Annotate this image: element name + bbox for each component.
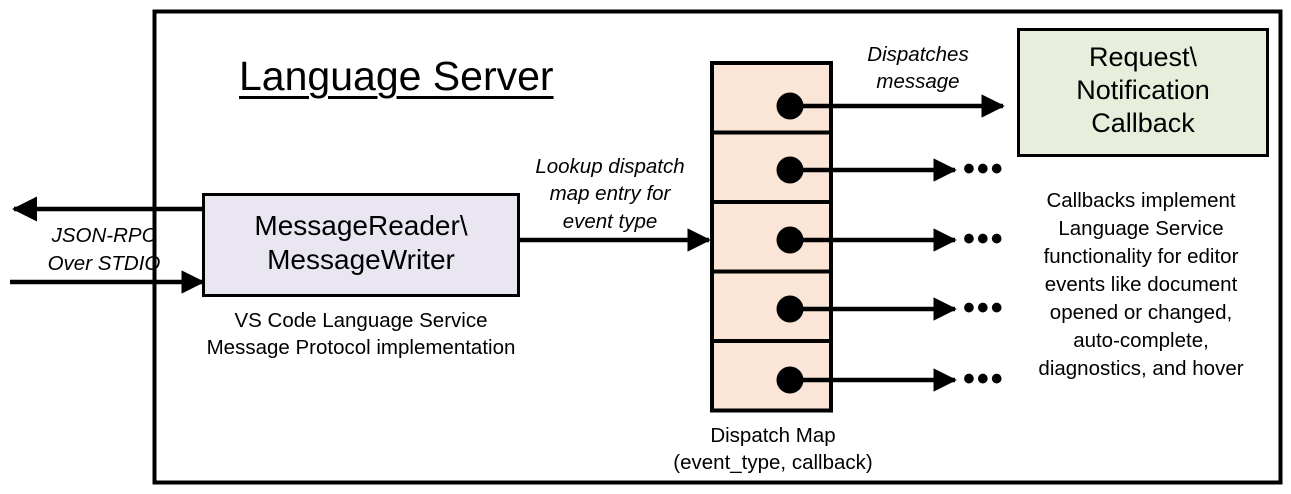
node-message-reader-writer[interactable]: MessageReader\ MessageWriter xyxy=(202,193,520,297)
node-message-io-caption: VS Code Language Service Message Protoco… xyxy=(190,307,532,362)
node-callback-caption-line: auto-complete, xyxy=(1073,329,1209,353)
edge-label-dispatches-line2: message xyxy=(876,70,960,94)
node-callback-label-line3: Callback xyxy=(1091,107,1195,138)
node-callback-caption-line: functionality for editor xyxy=(1043,245,1239,269)
dispatch-map-table xyxy=(710,61,833,413)
node-callback-label-line1: Request\ xyxy=(1088,42,1198,72)
callback-dot xyxy=(776,295,804,323)
node-dispatch-map-caption-line1: Dispatch Map xyxy=(710,424,836,447)
dispatch-row-3-link xyxy=(776,226,957,254)
ellipsis-row-2: ••• xyxy=(963,150,1005,188)
node-callback-caption-line: Callbacks implement xyxy=(1046,189,1236,212)
callback-dot xyxy=(776,92,804,120)
node-message-io-label-line1: MessageReader\ xyxy=(254,210,468,241)
node-callback-label-line2: Notification xyxy=(1076,74,1210,105)
dispatch-map-row xyxy=(710,130,833,204)
node-dispatch-map-caption: Dispatch Map (event_type, callback) xyxy=(650,422,896,477)
dispatch-map-row xyxy=(710,200,833,274)
ellipsis-row-4: ••• xyxy=(963,289,1005,327)
dispatch-map-row xyxy=(710,339,833,413)
edge-label-lookup-line1: Lookup dispatch xyxy=(535,155,685,178)
node-callback-caption-line: opened or changed, xyxy=(1049,301,1233,325)
node-message-io-caption-line2: Message Protocol implementation xyxy=(206,336,516,360)
edge-label-jsonrpc-line1: JSON-RPC xyxy=(51,224,157,247)
edge-label-dispatches: Dispatches message xyxy=(838,41,998,96)
dispatch-map-row xyxy=(710,61,833,135)
callback-dot xyxy=(776,226,804,254)
edge-label-jsonrpc-line2: Over STDIO xyxy=(47,251,161,275)
dispatch-row-1-link xyxy=(776,92,1005,120)
ellipsis-row-3: ••• xyxy=(963,220,1005,258)
edge-label-dispatches-line1: Dispatches xyxy=(867,43,969,66)
edge-label-lookup-line3: event type xyxy=(562,209,658,233)
callback-dot xyxy=(776,156,804,184)
node-callback-caption-line: Language Service xyxy=(1058,217,1224,241)
dispatch-row-2-link xyxy=(776,156,957,184)
node-callback-caption-line: diagnostics, and hover xyxy=(1038,357,1244,381)
edge-label-lookup-line2: map entry for xyxy=(549,182,671,206)
dispatch-row-4-link xyxy=(776,295,957,323)
edge-label-lookup: Lookup dispatch map entry for event type xyxy=(516,153,704,235)
node-message-io-caption-line1: VS Code Language Service xyxy=(234,309,488,332)
dispatch-map-row xyxy=(710,269,833,343)
language-server-frame xyxy=(152,9,1283,485)
node-request-notification-callback[interactable]: Request\ Notification Callback xyxy=(1017,28,1269,157)
ellipsis-row-5: ••• xyxy=(963,360,1005,398)
node-message-io-label-line2: MessageWriter xyxy=(267,244,455,276)
node-callback-caption-line: events like document xyxy=(1044,273,1238,297)
edge-label-jsonrpc: JSON-RPC Over STDIO xyxy=(24,222,184,277)
node-dispatch-map-caption-line2: (event_type, callback) xyxy=(673,451,873,475)
node-callback-caption: Callbacks implement Language Service fun… xyxy=(1005,187,1277,384)
callback-dot xyxy=(776,366,804,394)
dispatch-row-5-link xyxy=(776,366,957,394)
page-title: Language Server xyxy=(239,53,554,99)
